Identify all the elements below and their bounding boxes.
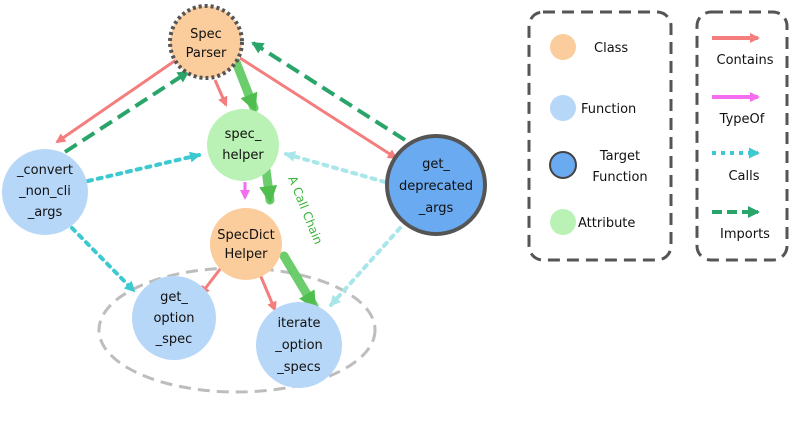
svg-text:option: option <box>153 311 194 326</box>
edge-spec-parser-to-spec-helper <box>213 79 228 107</box>
call-chain-label: A Call Chain <box>285 174 325 246</box>
svg-text:_args: _args <box>418 201 454 216</box>
svg-text:_option: _option <box>274 338 323 353</box>
edge-convert-calls-get-option-spec <box>70 226 136 293</box>
svg-text:get_: get_ <box>160 290 188 305</box>
function-node-icon <box>550 95 576 121</box>
node-label-line: Parser <box>186 46 227 61</box>
svg-text:SpecDict: SpecDict <box>217 228 275 243</box>
node-label-line: _specs <box>276 360 321 375</box>
legend-label-attribute: Attribute <box>578 216 635 231</box>
svg-text:deprecated: deprecated <box>399 179 473 194</box>
node-label-line: iterate <box>277 316 320 331</box>
calls-edges <box>70 151 402 307</box>
svg-text:_non_cli: _non_cli <box>18 184 71 199</box>
node-get-deprecated-args[interactable]: get_ deprecated _args <box>385 134 487 236</box>
legend-box <box>527 10 673 262</box>
node-label-line: _spec <box>155 332 193 347</box>
node-label-line: option <box>153 311 194 326</box>
edge-get-deprecated-imports-spec-parser <box>251 41 407 142</box>
legend-label-target-line-1: Target <box>599 149 640 164</box>
edge-convert-calls-spec-helper <box>86 151 201 183</box>
node-spec-helper[interactable]: spec_ helper <box>207 109 279 181</box>
node-label-line: Spec <box>190 27 222 42</box>
svg-text:_args: _args <box>27 205 63 220</box>
edge-specdict-to-iterate <box>257 271 277 312</box>
node-label-line: _non_cli <box>18 184 71 199</box>
svg-text:Spec: Spec <box>190 27 222 42</box>
legend-label-imports: Imports <box>720 227 770 242</box>
edge-get-deprecated-calls-iterate <box>329 226 402 307</box>
node-convert-non-cli-args[interactable]: _convert _non_cli _args <box>2 149 88 235</box>
legend-label-contains: Contains <box>717 53 774 68</box>
imports-edges <box>63 41 407 154</box>
svg-text:spec_: spec_ <box>225 127 262 142</box>
node-spec-parser[interactable]: Spec Parser <box>168 4 244 80</box>
legend-label-calls: Calls <box>728 169 759 184</box>
class-node-icon <box>550 34 576 60</box>
legend-node-types: Class Function Target Function Attribute <box>527 10 673 262</box>
node-label-line: _args <box>27 205 63 220</box>
edge-get-deprecated-calls-spec-helper <box>284 151 387 184</box>
node-label-line: deprecated <box>399 179 473 194</box>
edge-spec-parser-to-convert <box>55 58 177 144</box>
legend-label-function: Function <box>581 102 636 117</box>
target-function-node-icon <box>549 151 577 179</box>
legend-label-target-line-2: Function <box>592 170 647 185</box>
node-label-line: SpecDict <box>217 228 275 243</box>
node-specdict-helper[interactable]: SpecDict Helper <box>210 208 282 280</box>
node-label-line: spec_ <box>225 127 262 142</box>
legend-label-typeof: TypeOf <box>719 112 765 127</box>
contains-edges <box>55 56 398 312</box>
svg-text:_spec: _spec <box>155 332 193 347</box>
svg-text:Parser: Parser <box>186 46 227 61</box>
svg-text:get_: get_ <box>422 157 450 172</box>
node-get-option-spec[interactable]: get_ option _spec <box>132 276 216 360</box>
node-label-line: Helper <box>225 247 269 262</box>
svg-text:iterate: iterate <box>277 316 320 331</box>
attribute-node-icon <box>550 209 576 235</box>
node-label-line: helper <box>222 148 264 163</box>
chain-segment-1 <box>231 57 259 113</box>
node-label-line: get_ <box>160 290 188 305</box>
node-iterate-option-specs[interactable]: iterate _option _specs <box>256 302 342 388</box>
legend-label-class: Class <box>594 41 628 56</box>
chain-segment-3 <box>279 251 319 311</box>
node-label-line: _args <box>418 201 454 216</box>
legend-box <box>695 10 789 262</box>
edge-spec-parser-to-get-deprecated <box>239 56 398 160</box>
chain-segment-2 <box>259 165 278 205</box>
legend-edge-types: Contains TypeOf Calls Imports <box>695 10 789 262</box>
svg-text:helper: helper <box>222 148 264 163</box>
group-ellipse <box>97 266 377 394</box>
call-chain <box>231 57 319 311</box>
node-label-line: _option <box>274 338 323 353</box>
svg-text:_convert: _convert <box>16 163 73 178</box>
svg-text:_specs: _specs <box>276 360 321 375</box>
svg-text:Helper: Helper <box>225 247 269 262</box>
node-label-line: get_ <box>422 157 450 172</box>
edge-convert-imports-spec-parser <box>63 70 190 154</box>
node-label-line: _convert <box>16 163 73 178</box>
